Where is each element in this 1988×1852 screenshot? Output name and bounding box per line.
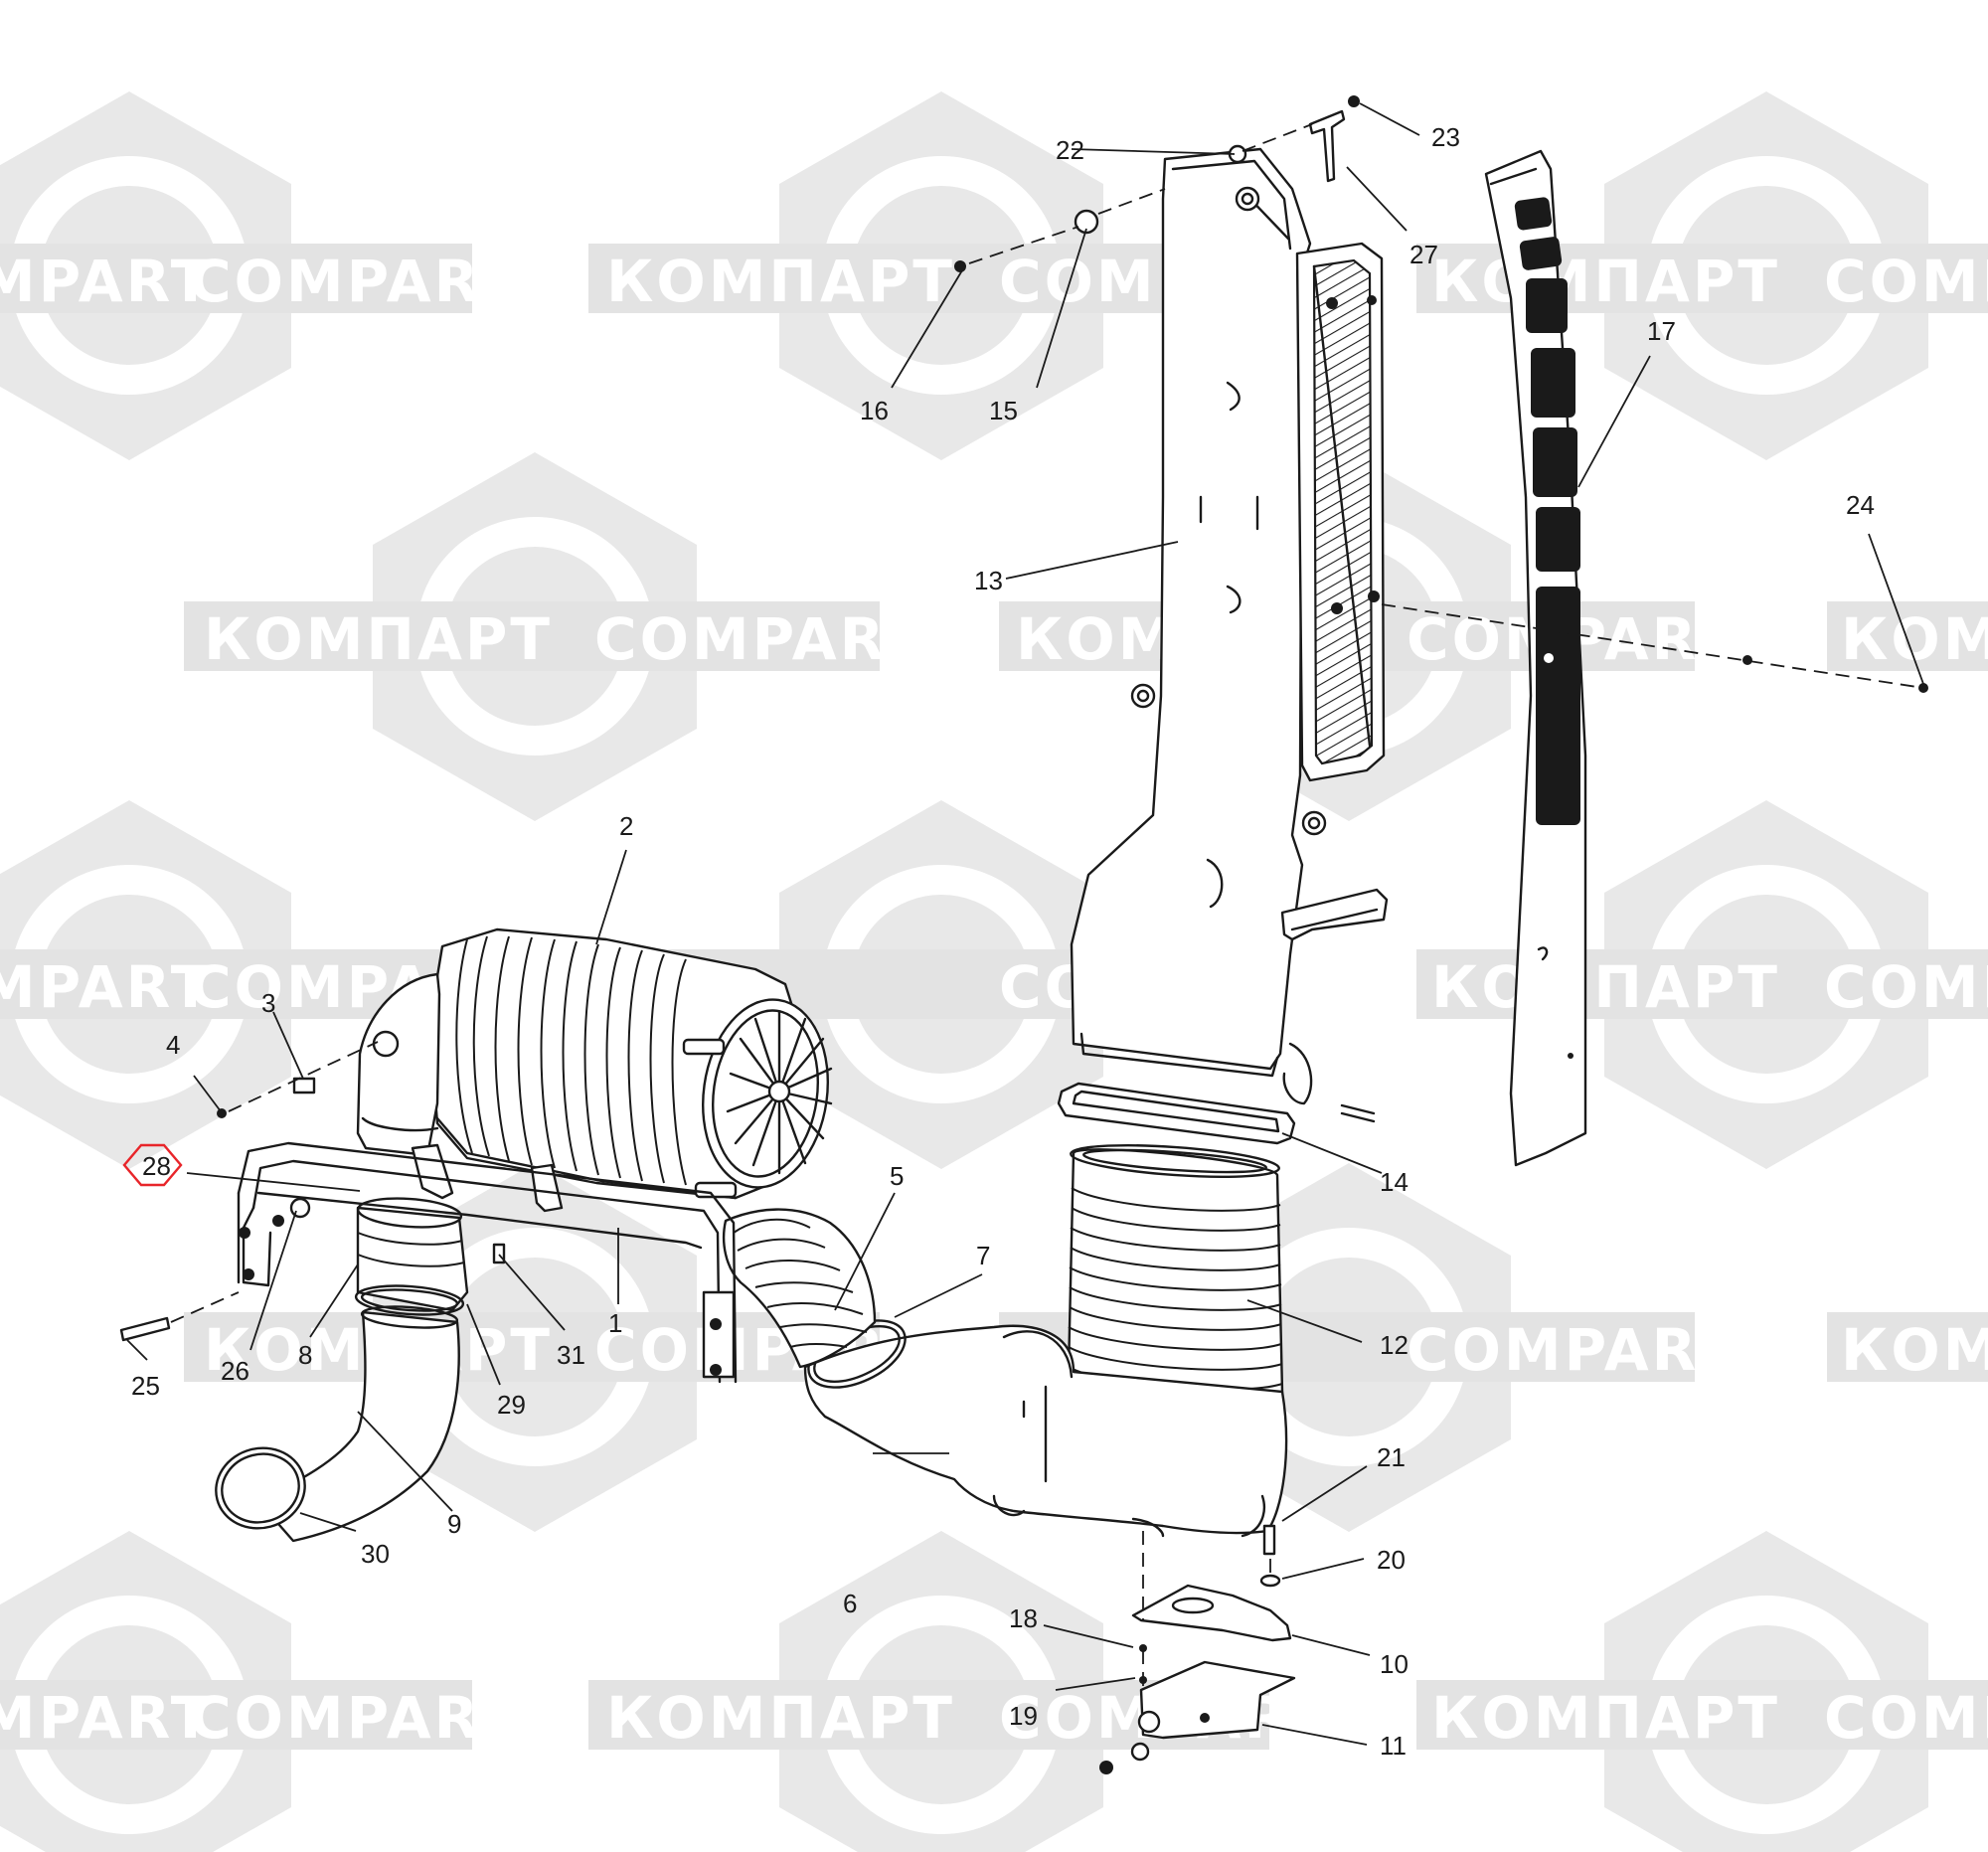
bolt-icon <box>119 1316 171 1342</box>
watermark-band <box>1827 1312 1988 1382</box>
callout-label-13: 13 <box>974 566 1003 595</box>
callout-label-16: 16 <box>860 396 889 425</box>
watermark-text: КОМПАРТ <box>1841 1316 1988 1384</box>
mount-stud <box>1130 683 1156 709</box>
watermark-band <box>184 1312 880 1382</box>
callout-label-19: 19 <box>1009 1701 1038 1731</box>
watermark-text: КОМПАРТ <box>606 248 955 315</box>
callout-label-30: 30 <box>361 1539 390 1569</box>
bolt-icon <box>1262 1524 1276 1556</box>
watermark-layer: COMPART COMPART КОМПАРТ COMPART КОМПАРТ … <box>0 91 1988 1852</box>
callout-label-4: 4 <box>166 1030 180 1060</box>
watermark-text: COMPART <box>1824 953 1988 1021</box>
hose-clamp-part-29 <box>354 1284 465 1316</box>
flex-hose-part-5 <box>722 1208 877 1369</box>
fastener-group <box>119 95 1928 1774</box>
inlet-hose-part-8 <box>356 1197 469 1312</box>
watermark-text: КОМПАРТ <box>1431 248 1780 315</box>
bracket-part-11 <box>1137 1660 1296 1740</box>
callout-label-8: 8 <box>298 1340 312 1370</box>
watermark-band <box>184 601 880 671</box>
watermark-text: КОМПАРТ <box>204 605 553 673</box>
callout-label-20: 20 <box>1377 1545 1406 1575</box>
inlet-pipe-part-9 <box>256 1305 460 1543</box>
washer-icon <box>1259 1574 1281 1588</box>
callout-label-14: 14 <box>1380 1167 1408 1197</box>
callout-labels: 1 2 3 4 5 6 7 8 9 10 11 12 13 14 15 16 1… <box>131 122 1875 1761</box>
callout-label-9: 9 <box>447 1509 461 1539</box>
callout-label-17: 17 <box>1647 316 1676 346</box>
leader-lines <box>126 102 1924 1746</box>
highlight-marker <box>122 1143 183 1187</box>
callout-label-24: 24 <box>1846 490 1875 520</box>
watermark-text: COMPART <box>189 1684 521 1752</box>
clip-icon <box>292 1077 316 1094</box>
grille-openings <box>1514 197 1580 825</box>
watermark-band <box>0 1680 472 1750</box>
nut-icon <box>1074 209 1099 235</box>
washer-icon <box>1130 1742 1150 1762</box>
callout-label-5: 5 <box>890 1161 904 1191</box>
watermark-text: КОМПАРТ <box>1431 1684 1780 1752</box>
callout-label-7: 7 <box>976 1241 990 1270</box>
bellows-part-12 <box>1067 1144 1284 1404</box>
gasket-part-14 <box>1057 1082 1296 1145</box>
watermark-band <box>0 244 472 313</box>
callout-label-11: 11 <box>1380 1731 1407 1761</box>
callout-label-18: 18 <box>1009 1603 1038 1633</box>
air-cleaner-part-2 <box>356 927 833 1213</box>
callout-label-21: 21 <box>1377 1442 1406 1472</box>
callout-label-1: 1 <box>608 1308 622 1338</box>
mount-stud <box>1301 810 1327 836</box>
watermark-text: КОМПАРТ <box>1841 605 1988 673</box>
pin-icon <box>1308 109 1346 183</box>
watermark-text: COMPART <box>0 953 213 1021</box>
intake-duct-part-13 <box>1070 147 1389 1123</box>
inlet-cap-part-30 <box>215 1446 306 1530</box>
parts-layer: 1 2 3 4 5 6 7 8 9 10 11 12 13 14 15 16 1… <box>119 95 1928 1774</box>
assembly-lines <box>170 123 1924 1690</box>
watermark-text: COMPART <box>1824 248 1988 315</box>
watermark-text: COMPART <box>594 605 926 673</box>
watermark-text: COMPART <box>0 1684 213 1752</box>
watermark-text: КОМПАРТ <box>606 1684 955 1752</box>
watermark-text: COMPART <box>189 248 521 315</box>
callout-label-25: 25 <box>131 1371 160 1401</box>
nut-icon <box>1348 95 1360 107</box>
nut-icon <box>954 260 966 272</box>
callout-label-28: 28 <box>142 1151 171 1181</box>
watermark-text: COMPART <box>1824 1684 1988 1752</box>
callout-label-3: 3 <box>261 988 275 1018</box>
callout-label-2: 2 <box>619 811 633 841</box>
bolt-head-icon <box>1099 1761 1113 1774</box>
nut-icon <box>1139 1644 1147 1652</box>
callout-label-22: 22 <box>1056 135 1084 165</box>
callout-label-12: 12 <box>1380 1330 1408 1360</box>
intake-screen-panel <box>1295 242 1386 782</box>
nut-icon <box>1742 655 1752 665</box>
callout-label-6: 6 <box>843 1589 857 1618</box>
callout-label-29: 29 <box>497 1390 526 1420</box>
watermark-text: COMPART <box>0 248 213 315</box>
watermark-band <box>1827 601 1988 671</box>
nut-icon <box>217 1108 227 1118</box>
grille-panel-part-17 <box>1484 149 1587 1167</box>
watermark-band <box>588 244 1269 313</box>
mount-stud <box>1235 186 1260 212</box>
elbow-duct-part-6 <box>803 1324 1288 1538</box>
callout-label-26: 26 <box>221 1356 249 1386</box>
callout-label-15: 15 <box>989 396 1018 425</box>
callout-label-10: 10 <box>1380 1649 1408 1679</box>
watermark-text: КОМПАРТ <box>1431 953 1780 1021</box>
callout-label-27: 27 <box>1409 240 1438 269</box>
callout-label-31: 31 <box>557 1340 585 1370</box>
bracket-part-10 <box>1131 1584 1292 1642</box>
nut-icon <box>289 1197 311 1219</box>
callout-label-23: 23 <box>1431 122 1460 152</box>
bolt-icon <box>492 1243 506 1264</box>
watermark-band <box>1416 1680 1988 1750</box>
watermark-band <box>1416 949 1988 1019</box>
watermark-text: COMPART <box>1407 1316 1739 1384</box>
